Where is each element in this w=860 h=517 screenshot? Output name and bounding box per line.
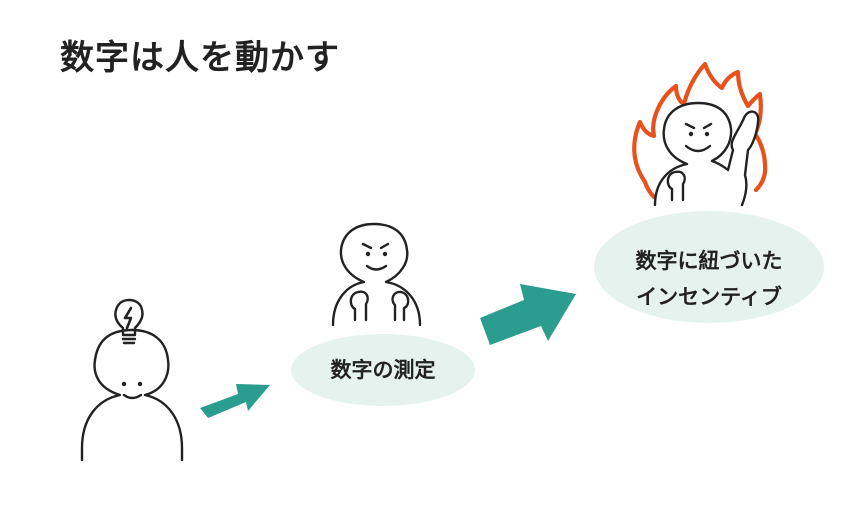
flame-icon: [632, 61, 768, 200]
person-idea: [80, 298, 184, 462]
step3-label-line1: 数字に紐づいた: [635, 249, 783, 273]
page-title: 数字は人を動かす: [60, 38, 340, 78]
person-fired-up: [632, 61, 768, 207]
arrow-small: [200, 384, 270, 418]
step3-label-bubble: [594, 211, 824, 323]
step2-label-bubble: [291, 334, 475, 406]
step3-label-line2: インセンティブ: [636, 285, 782, 309]
lightbulb-icon: [114, 298, 144, 345]
step2-label: 数字の測定: [330, 358, 436, 382]
step3-label: 数字に紐づいた インセンティブ: [596, 243, 822, 315]
person-determined: [331, 222, 422, 327]
arrow-large: [480, 284, 576, 345]
